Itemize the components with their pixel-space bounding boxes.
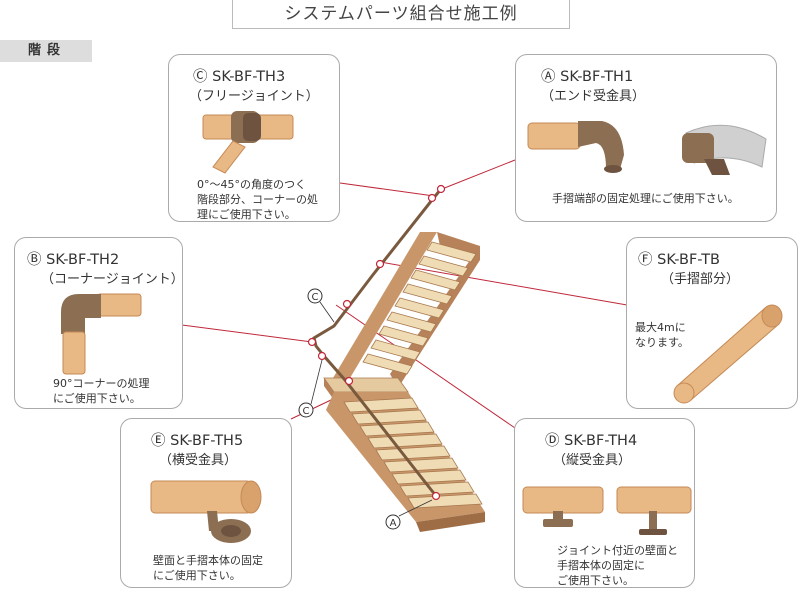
marker-c-upper: C	[307, 288, 335, 323]
handrail-line	[312, 187, 443, 498]
part-description: 0°～45°の角度のつく階段部分、コーナーの処理にご使用下さい。	[197, 178, 318, 221]
part-code: Ⓐ SK-BF-TH1	[541, 69, 634, 85]
vertical-bracket-illustration	[522, 486, 692, 535]
part-name: （横受金具）	[159, 453, 238, 468]
part-description: 90°コーナーの処理にご使用下さい。	[53, 377, 150, 405]
part-description: ジョイント付近の壁面と手摺本体の固定にご使用下さい。	[557, 544, 678, 587]
section-label: 階段	[0, 40, 92, 62]
free-joint-illustration	[202, 111, 294, 174]
marker-a: A	[385, 499, 433, 530]
part-code: Ⓒ SK-BF-TH3	[193, 69, 286, 85]
part-code: Ⓔ SK-BF-TH5	[151, 433, 244, 449]
svg-text:C: C	[312, 292, 319, 303]
card-handrail: Ⓕ SK-BF-TB （手摺部分） 最大4mになります。	[626, 237, 798, 409]
part-name: （コーナージョイント）	[41, 272, 184, 287]
part-name: （フリージョイント）	[189, 89, 319, 104]
part-description: 手摺端部の固定処理にご使用下さい。	[552, 192, 739, 205]
part-description: 最大4mになります。	[635, 321, 689, 349]
upper-flight	[333, 232, 480, 388]
part-name: （手摺部分）	[661, 272, 740, 287]
card-end-bracket: Ⓐ SK-BF-TH1 （エンド受金具） 手摺端部の固定処理にご使用下さい。	[515, 54, 777, 222]
part-description: 壁面と手摺本体の固定にご使用下さい。	[153, 554, 263, 582]
end-bracket-illustration	[527, 121, 767, 175]
corner-joint-illustration	[61, 293, 142, 375]
part-code: Ⓓ SK-BF-TH4	[545, 433, 638, 449]
card-free-joint: Ⓒ SK-BF-TH3 （フリージョイント） 0°～45°の角度のつく階段部分、…	[168, 54, 340, 222]
landing	[323, 377, 409, 393]
joint-dots	[307, 184, 446, 501]
marker-c-lower: C	[298, 359, 323, 418]
part-name: （エンド受金具）	[541, 89, 646, 104]
lower-flight	[326, 392, 485, 532]
svg-text:A: A	[390, 518, 397, 529]
part-name: （縦受金具）	[553, 453, 632, 468]
page-title: システムパーツ組合せ施工例	[232, 0, 570, 29]
card-vertical-bracket: Ⓓ SK-BF-TH4 （縦受金具） ジョイント付近の壁面と手摺本体の固定にご使…	[514, 418, 695, 588]
card-corner-joint: Ⓑ SK-BF-TH2 （コーナージョイント） 90°コーナーの処理にご使用下さ…	[14, 237, 184, 409]
handrail-illustration	[673, 304, 783, 404]
part-code: Ⓑ SK-BF-TH2	[27, 252, 120, 268]
side-bracket-illustration	[150, 480, 262, 543]
card-side-bracket: Ⓔ SK-BF-TH5 （横受金具） 壁面と手摺本体の固定にご使用下さい。	[120, 418, 292, 588]
part-code: Ⓕ SK-BF-TB	[638, 252, 721, 268]
svg-text:C: C	[303, 406, 310, 417]
